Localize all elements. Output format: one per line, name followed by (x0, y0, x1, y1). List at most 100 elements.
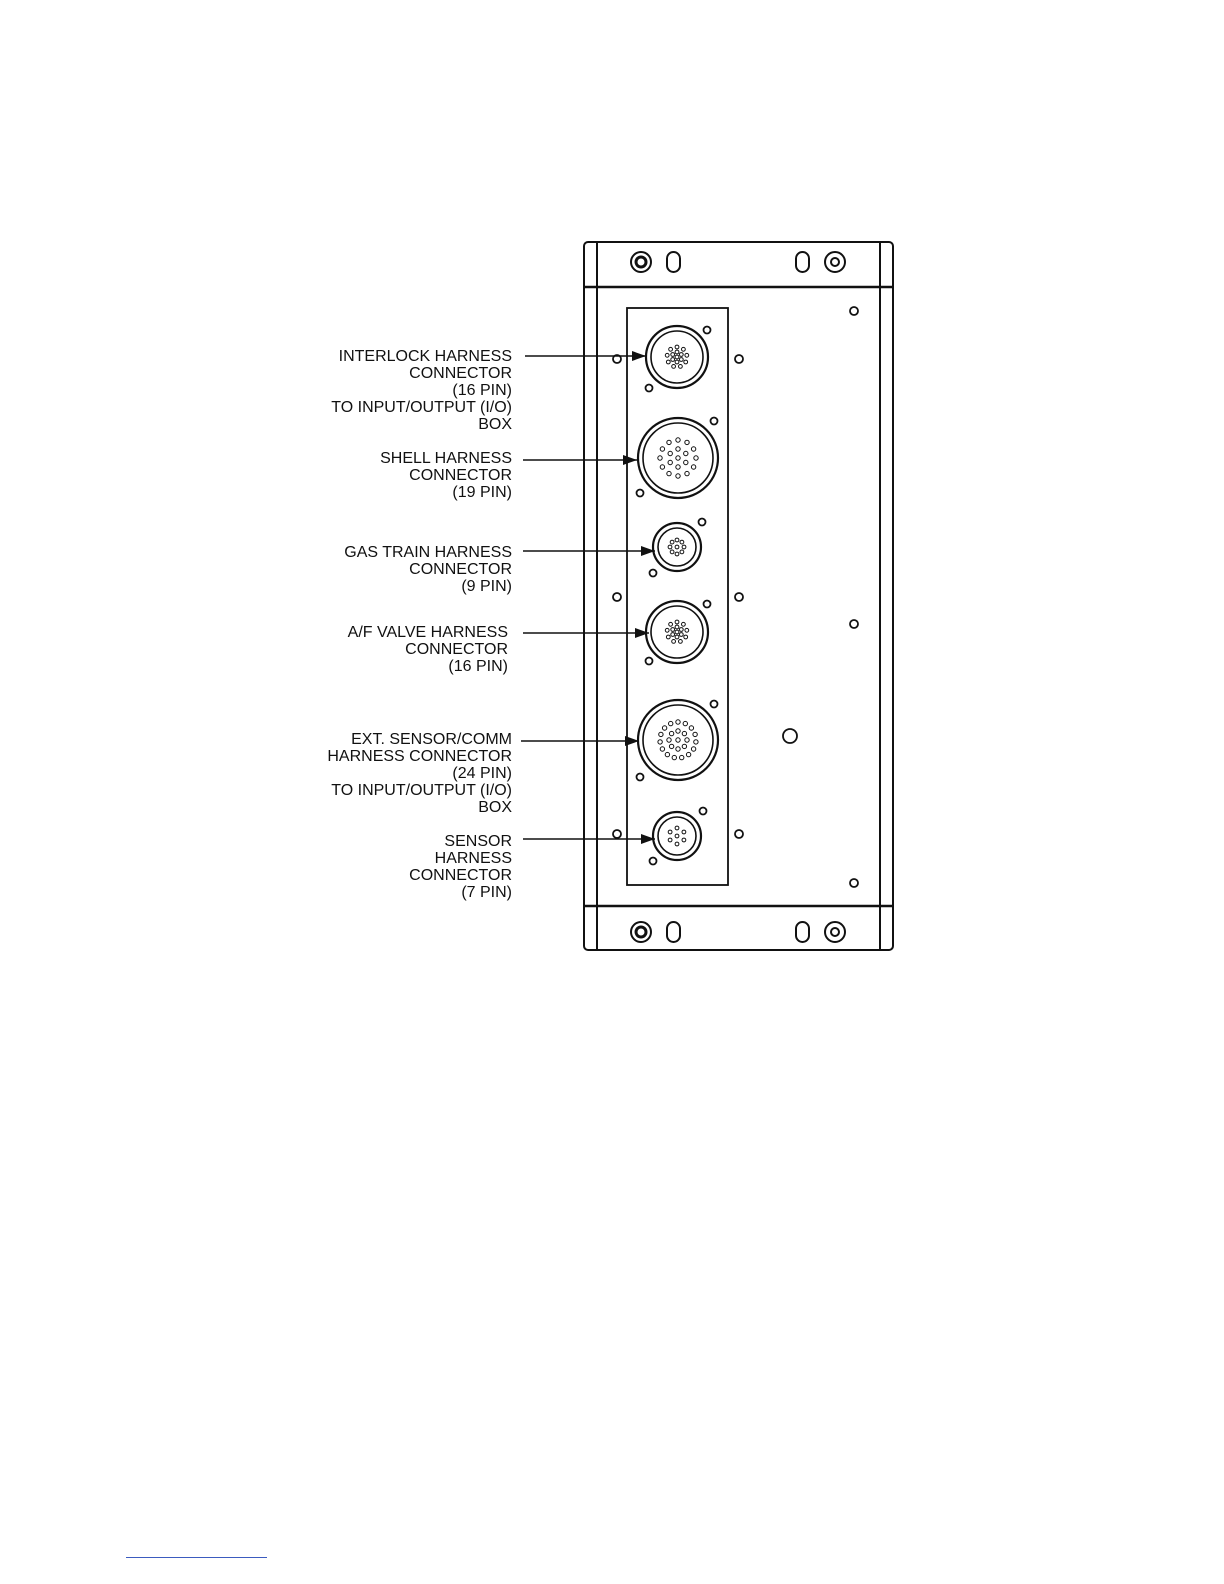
connector-pin (676, 738, 680, 742)
connector-pin (667, 738, 671, 742)
connector-pin (691, 465, 695, 469)
callout-line: CONNECTOR (331, 365, 512, 382)
mounting-hole (850, 879, 858, 887)
interlock-connector (646, 326, 708, 388)
callout-sensor: SENSOR HARNESS CONNECTOR (7 PIN) (409, 833, 512, 901)
connector-pin (691, 747, 695, 751)
connector-pin (694, 740, 698, 744)
connector-pin (659, 732, 663, 736)
connector-pin (694, 456, 698, 460)
connector-pin (672, 755, 676, 759)
connector-pin (676, 438, 680, 442)
bottom-right-slot (796, 922, 809, 942)
connector-pin (675, 635, 679, 639)
callout-line: TO INPUT/OUTPUT (I/O) (327, 782, 512, 799)
connector-pin (671, 633, 675, 637)
callout-line: (7 PIN) (409, 884, 512, 901)
connector-pin (675, 350, 679, 354)
connector-pin (675, 842, 679, 846)
connector-pin (684, 635, 688, 639)
connector-pin (679, 640, 683, 644)
connector-pin (685, 628, 689, 632)
connector-pin (682, 830, 686, 834)
callout-line: CONNECTOR (409, 867, 512, 884)
connector-pin (670, 550, 674, 554)
connector-pin (675, 552, 679, 556)
connector-pin (675, 620, 679, 624)
top-bracket-fasteners (631, 252, 845, 272)
connector-pin (675, 345, 679, 349)
connector-pin (675, 355, 679, 359)
connector-pin (686, 752, 690, 756)
connector-pin (666, 360, 670, 364)
connector-pin (675, 826, 679, 830)
connector-pin (669, 731, 673, 735)
callout-gas-train: GAS TRAIN HARNESS CONNECTOR (9 PIN) (344, 544, 512, 595)
connector-pin (668, 838, 672, 842)
connector-pin (667, 471, 671, 475)
callout-line: (19 PIN) (380, 484, 512, 501)
connector-pin (671, 628, 675, 632)
connector-pin (665, 752, 669, 756)
top-left-screw (631, 252, 651, 272)
connector-pin (660, 465, 664, 469)
connector-pin (668, 451, 672, 455)
callout-ext-sensor: EXT. SENSOR/COMM HARNESS CONNECTOR (24 P… (327, 731, 512, 816)
connector-pin (669, 622, 673, 626)
ext-sensor-connector (638, 700, 718, 780)
top-right-slot (796, 252, 809, 272)
connector-pin (684, 460, 688, 464)
connector-pin (684, 451, 688, 455)
connector-pin (669, 347, 673, 351)
callout-line: (16 PIN) (348, 658, 508, 675)
connector-pin (676, 447, 680, 451)
connector-pin (658, 740, 662, 744)
connector-pin (675, 630, 679, 634)
bottom-left-screw (631, 922, 651, 942)
connector-pin (676, 474, 680, 478)
callout-line: BOX (327, 799, 512, 816)
connector-pin (660, 447, 664, 451)
callout-line: TO INPUT/OUTPUT (I/O) (331, 399, 512, 416)
connector-pin (679, 358, 683, 362)
connector-pin (665, 628, 669, 632)
bottom-bracket-fasteners (631, 922, 845, 942)
connector-pin (667, 440, 671, 444)
connector-pin (682, 622, 686, 626)
connector-pin (665, 353, 669, 357)
callout-shell: SHELL HARNESS CONNECTOR (19 PIN) (380, 450, 512, 501)
connector-pin (684, 360, 688, 364)
footer-rule (126, 1557, 267, 1558)
connector-pin (679, 353, 683, 357)
connector-pin (658, 456, 662, 460)
callout-line: BOX (331, 416, 512, 433)
mounting-hole (850, 307, 858, 315)
connector-pin (672, 640, 676, 644)
connector-pin (672, 365, 676, 369)
gas-train-connector (653, 523, 701, 571)
mounting-holes (613, 307, 858, 887)
connector-pin (682, 744, 686, 748)
sensor-connector (653, 812, 701, 860)
connectors (638, 326, 718, 860)
callout-line: GAS TRAIN HARNESS (344, 544, 512, 561)
connector-pin (676, 456, 680, 460)
callout-line: EXT. SENSOR/COMM (327, 731, 512, 748)
connector-pin (691, 447, 695, 451)
callout-line: HARNESS CONNECTOR (327, 748, 512, 765)
connector-pin (660, 747, 664, 751)
callout-line: SENSOR (409, 833, 512, 850)
connector-pin (680, 540, 684, 544)
top-left-slot (667, 252, 680, 272)
connector-pin (675, 625, 679, 629)
callout-af-valve: A/F VALVE HARNESS CONNECTOR (16 PIN) (348, 624, 508, 675)
shell-connector (638, 418, 718, 498)
connector-pin (685, 440, 689, 444)
connector-pin (669, 744, 673, 748)
connector-pin (682, 545, 686, 549)
connector-pin (669, 721, 673, 725)
callout-line: (24 PIN) (327, 765, 512, 782)
connector-pin (676, 729, 680, 733)
connector-pin (675, 538, 679, 542)
connector-pin (682, 347, 686, 351)
